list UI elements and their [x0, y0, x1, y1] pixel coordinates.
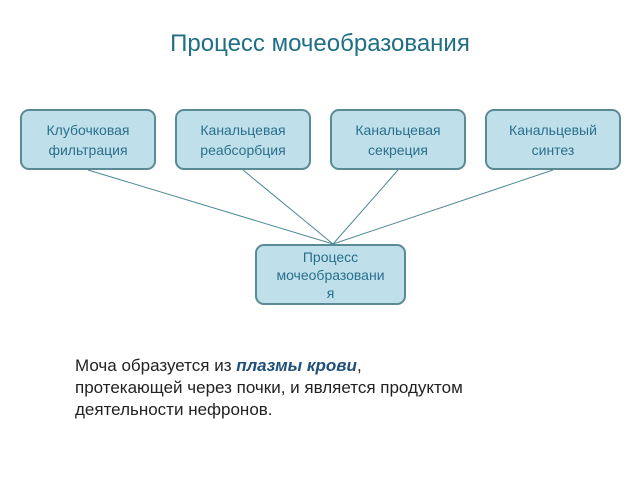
- slide-title: Процесс мочеобразования: [170, 30, 470, 57]
- box-tubular-synthesis: Канальцевый синтез: [485, 109, 621, 170]
- box-label: Клубочковая фильтрация: [46, 121, 130, 158]
- box-label: Процесс мочеобразовани я: [276, 248, 385, 301]
- connector-line-1: [87, 169, 334, 245]
- description-emphasis: плазмы крови: [236, 356, 357, 375]
- box-label: Канальцевая реабсорбция: [200, 121, 286, 158]
- connector-line-4: [332, 169, 554, 245]
- box-glomerular-filtration: Клубочковая фильтрация: [20, 109, 156, 170]
- box-label: Канальцевая секреция: [355, 121, 441, 158]
- connector-line-3: [332, 169, 399, 245]
- box-tubular-reabsorption: Канальцевая реабсорбция: [175, 109, 311, 170]
- box-tubular-secretion: Канальцевая секреция: [330, 109, 466, 170]
- box-urine-formation: Процесс мочеобразовани я: [255, 244, 406, 305]
- description-text: Моча образуется из плазмы крови, протека…: [75, 355, 595, 421]
- box-label: Канальцевый синтез: [509, 121, 597, 158]
- description-part1: Моча образуется из: [75, 356, 237, 375]
- connector-line-2: [242, 169, 334, 245]
- description-part2: , протекающей через почки, и является пр…: [75, 356, 463, 419]
